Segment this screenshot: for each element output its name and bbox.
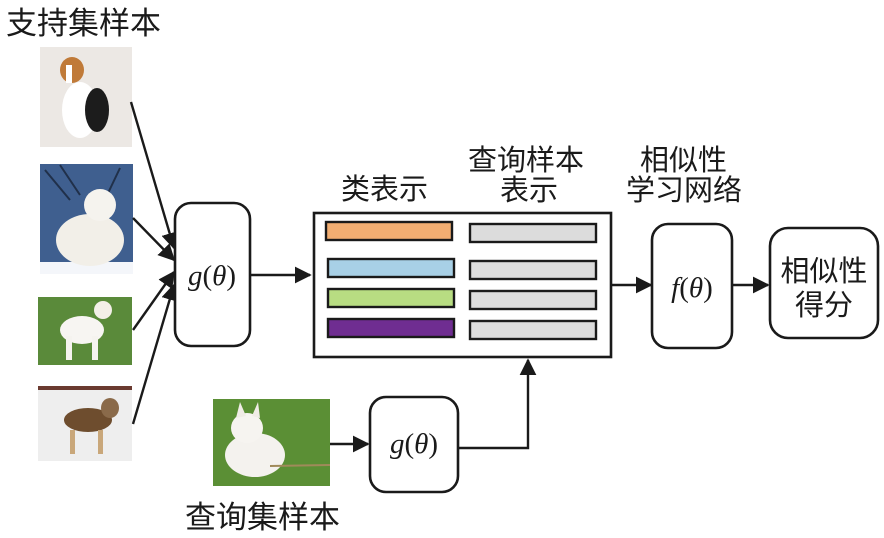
embedding-box-support: g(θ) [173,201,252,348]
class-representation-bar [326,317,456,339]
function-arg: θ [414,428,428,460]
svg-text:g(θ): g(θ) [188,260,236,292]
support-image-poodle [38,297,132,365]
embedding-box-query: g(θ) [368,395,460,494]
arrow-support-2 [132,217,176,262]
query-representation-bar [468,319,598,341]
query-set-label: 查询集样本 [185,500,340,536]
class-representation-bar [326,257,456,279]
function-arg: θ [689,272,703,304]
function-name: g [390,428,405,460]
arrow-support-3 [132,270,175,331]
similarity-score-label-line2: 得分 [795,288,853,322]
support-image-samoyed [40,164,133,274]
svg-text:g(θ): g(θ) [390,428,438,460]
query-representation-bar [468,289,598,311]
query-image [213,399,331,486]
arrow-support-1 [129,101,178,250]
support-image-husky [38,386,132,461]
svg-text:f(θ): f(θ) [671,272,713,304]
similarity-score-box: 相似性 得分 [768,226,880,340]
query-representation-label-line1: 查询样本 [468,143,584,177]
query-representation-bar [468,222,598,244]
class-representation-bar [324,220,454,242]
query-bars [468,222,598,341]
query-representation-label-line2: 表示 [500,173,558,207]
similarity-score-label-line1: 相似性 [780,254,867,288]
arrow-query-to-representations [458,358,537,450]
arrow-support-4 [131,283,178,425]
similarity-network-label-line1: 相似性 [640,143,727,177]
support-set-label: 支持集样本 [6,6,161,42]
support-image-beagle [40,47,132,147]
similarity-network-box: f(θ) [650,222,734,350]
class-representation-label: 类表示 [341,172,428,206]
function-name: g [188,260,203,292]
class-bars [324,220,456,339]
class-representation-bar [326,287,456,309]
function-arg: θ [212,260,226,292]
query-representation-bar [468,259,598,281]
similarity-network-label-line2: 学习网络 [626,173,742,207]
